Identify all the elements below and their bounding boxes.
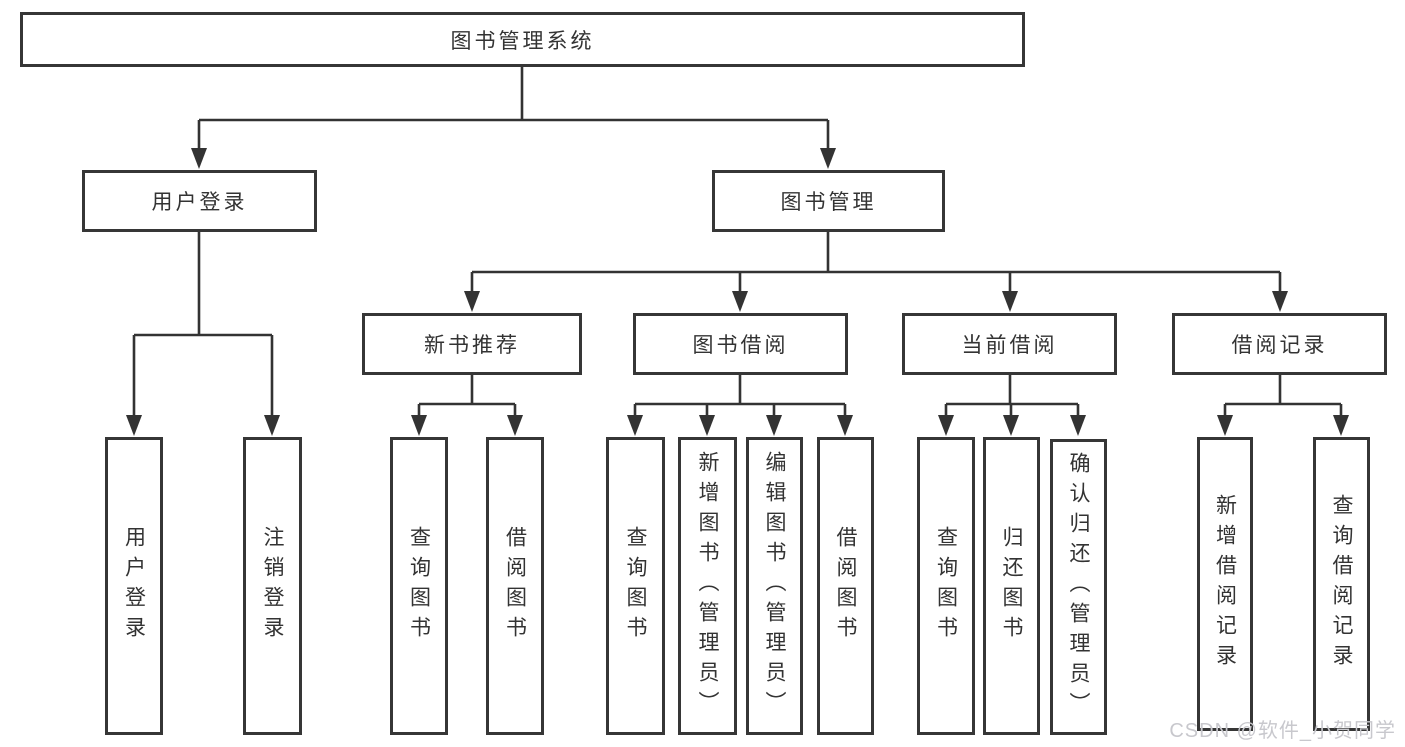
leaf-label: 查询图书 — [407, 526, 431, 646]
node-current-borrow: 当前借阅 — [902, 313, 1117, 375]
leaf-label: 编辑图书（管理员） — [763, 451, 786, 721]
leaf-label: 查询借阅记录 — [1330, 494, 1353, 674]
leaf-label: 查询图书 — [624, 526, 647, 646]
node-book-borrow: 图书借阅 — [633, 313, 848, 375]
node-book-management: 图书管理 — [712, 170, 945, 232]
leaf-add-books-admin: 新增图书（管理员） — [678, 437, 737, 735]
node-user-login: 用户登录 — [82, 170, 317, 232]
leaf-query-books-recommend: 查询图书 — [390, 437, 448, 735]
node-label: 图书借阅 — [692, 334, 789, 357]
leaf-label: 借阅图书 — [834, 526, 857, 646]
leaf-label: 用户登录 — [122, 526, 146, 646]
node-new-book-recommend: 新书推荐 — [362, 313, 582, 375]
node-library-management-system: 图书管理系统 — [20, 12, 1025, 67]
leaf-label: 借阅图书 — [503, 526, 527, 646]
leaf-query-books-borrow: 查询图书 — [606, 437, 665, 735]
leaf-label: 新增图书（管理员） — [696, 451, 719, 721]
node-label: 借阅记录 — [1231, 334, 1328, 357]
leaf-label: 查询图书 — [934, 526, 958, 646]
node-label: 图书管理系统 — [450, 29, 595, 53]
leaf-query-borrow-record: 查询借阅记录 — [1313, 437, 1370, 731]
leaf-label: 新增借阅记录 — [1213, 494, 1237, 674]
leaf-return-books: 归还图书 — [983, 437, 1040, 735]
node-borrow-records: 借阅记录 — [1172, 313, 1387, 375]
leaf-edit-books-admin: 编辑图书（管理员） — [746, 437, 803, 735]
leaf-query-books-current: 查询图书 — [917, 437, 975, 735]
leaf-label: 注销登录 — [261, 526, 284, 646]
node-label: 当前借阅 — [961, 334, 1058, 357]
leaf-confirm-return-admin: 确认归还（管理员） — [1050, 439, 1107, 735]
node-label: 图书管理 — [780, 191, 877, 214]
leaf-label: 归还图书 — [1000, 526, 1023, 646]
leaf-borrow-books: 借阅图书 — [817, 437, 874, 735]
leaf-label: 确认归还（管理员） — [1067, 452, 1090, 722]
csdn-watermark: CSDN @软件_小贺同学 — [1169, 720, 1396, 742]
leaf-add-borrow-record: 新增借阅记录 — [1197, 437, 1253, 731]
node-label: 用户登录 — [151, 191, 248, 214]
node-label: 新书推荐 — [424, 334, 520, 357]
leaf-logout: 注销登录 — [243, 437, 302, 735]
leaf-borrow-books-recommend: 借阅图书 — [486, 437, 544, 735]
leaf-user-login: 用户登录 — [105, 437, 163, 735]
